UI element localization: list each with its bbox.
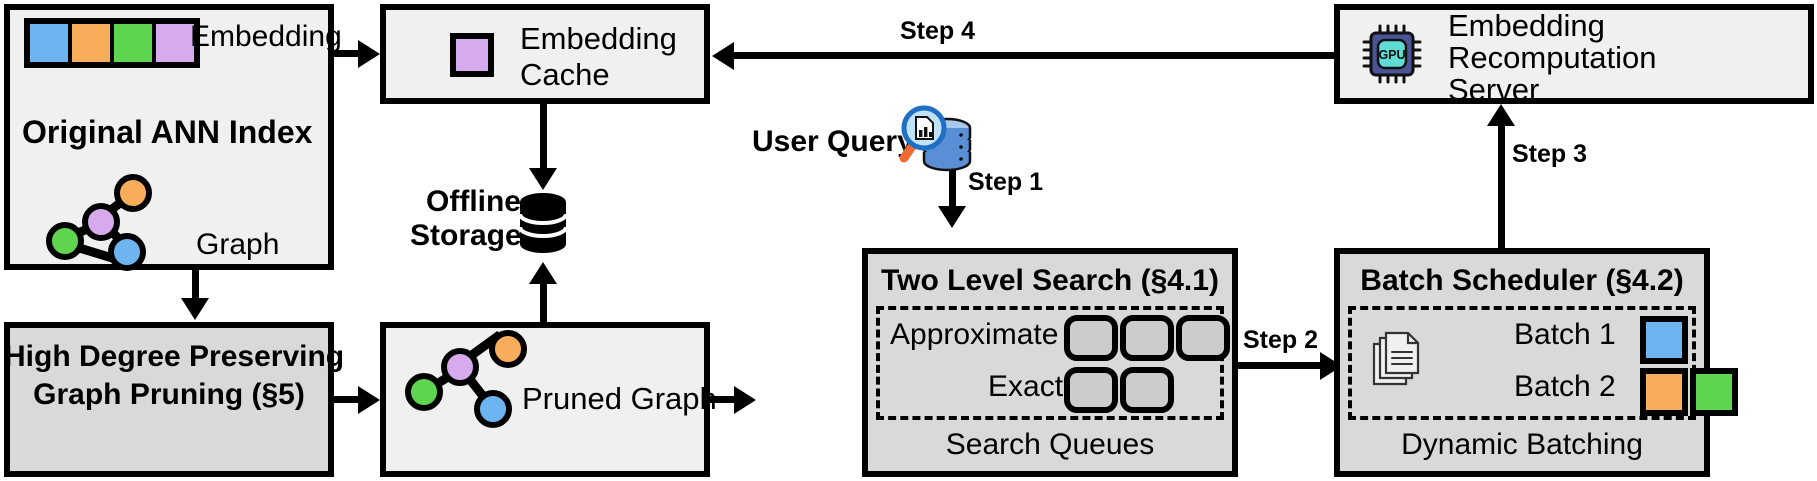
- batch2-swatches: [1640, 368, 1738, 416]
- arrow-pruned-to-storage-head: [529, 262, 557, 284]
- approximate-slot-3: [1176, 315, 1230, 361]
- batch1-label: Batch 1: [1514, 318, 1616, 351]
- arrow-ann-to-pruning-line: [192, 270, 199, 302]
- step2-label: Step 2: [1243, 326, 1319, 354]
- pruned-node-blue: [474, 390, 512, 428]
- arrow-ann-to-cache-line: [334, 50, 360, 57]
- approximate-slot-1: [1064, 315, 1118, 361]
- batch2-label: Batch 2: [1514, 370, 1616, 403]
- arrow-step1-line: [949, 170, 956, 210]
- two-level-search-box: [862, 248, 1238, 477]
- graph-label: Graph: [196, 228, 280, 261]
- arrow-step2-line: [1238, 362, 1322, 369]
- recomputation-server-title-line1: Embedding: [1448, 8, 1605, 43]
- batch1-swatch-blue: [1640, 316, 1688, 364]
- step3-label: Step 3: [1512, 140, 1588, 168]
- embedding-cache-title-line2: Cache: [520, 57, 610, 92]
- dynamic-batching-footer: Dynamic Batching: [1401, 428, 1643, 461]
- documents-icon: [1372, 331, 1420, 386]
- pruned-node-purple: [441, 348, 479, 386]
- high-degree-pruning-title-line1: High Degree Preserving: [4, 340, 345, 373]
- arrow-step3-head: [1487, 104, 1515, 126]
- search-queues-dashed-region: [876, 306, 1224, 420]
- arrow-step3-line: [1498, 126, 1505, 248]
- exact-label: Exact: [988, 370, 1064, 403]
- ann-graph-node-orange: [114, 174, 152, 212]
- arrow-step1-head: [938, 206, 966, 228]
- batch1-swatches: [1640, 316, 1688, 364]
- pruned-node-orange: [489, 330, 527, 368]
- embedding-swatch-blue: [30, 24, 68, 62]
- arrow-pruning-to-pruned-line: [334, 396, 360, 403]
- search-queues-footer: Search Queues: [945, 428, 1155, 461]
- offline-storage-title-line1: Offline: [426, 185, 521, 218]
- approximate-label: Approximate: [890, 318, 1059, 351]
- two-level-search-title: Two Level Search (§4.1): [881, 264, 1219, 297]
- embedding-label: Embedding: [190, 20, 342, 53]
- arrow-step4-line: [734, 52, 1338, 59]
- ann-graph-node-purple: [82, 203, 120, 241]
- search-database-icon: [899, 105, 972, 172]
- svg-text:GPU: GPU: [1378, 48, 1405, 62]
- embedding-swatch-purple: [156, 24, 194, 62]
- arrow-pruned-to-search-head: [734, 386, 756, 414]
- arrow-ann-to-cache-head: [358, 40, 380, 68]
- embedding-swatch-strip: [24, 18, 200, 68]
- batch2-swatch-orange: [1640, 368, 1688, 416]
- exact-queue-slots: [1064, 367, 1174, 413]
- exact-slot-2: [1120, 367, 1174, 413]
- ann-graph-node-blue: [108, 233, 146, 271]
- arrow-cache-to-storage-head: [529, 168, 557, 190]
- recomputation-server-title-line3: Server: [1448, 72, 1540, 107]
- embedding-cache-swatch: [450, 33, 494, 77]
- approximate-queue-slots: [1064, 315, 1230, 361]
- database-icon: [518, 193, 568, 253]
- embedding-cache-title-line1: Embedding: [520, 21, 677, 56]
- dynamic-batching-dashed-region: [1348, 306, 1696, 420]
- pruned-graph-title: Pruned Graph: [522, 381, 717, 416]
- arrow-pruned-to-search-line: [710, 396, 736, 403]
- offline-storage-title-line2: Storage: [410, 219, 522, 252]
- embedding-swatch-green: [114, 24, 152, 62]
- step1-label: Step 1: [968, 168, 1044, 196]
- arrow-step4-head: [712, 42, 734, 70]
- pruned-node-green: [405, 373, 443, 411]
- batch-scheduler-title: Batch Scheduler (§4.2): [1360, 264, 1684, 297]
- original-ann-index-title: Original ANN Index: [22, 114, 313, 150]
- step4-label: Step 4: [900, 17, 976, 45]
- approximate-slot-2: [1120, 315, 1174, 361]
- arrow-ann-to-pruning-head: [181, 298, 209, 320]
- high-degree-pruning-title-line2: Graph Pruning (§5): [33, 378, 305, 411]
- batch2-swatch-green: [1690, 368, 1738, 416]
- recomputation-server-title-line2: Recomputation: [1448, 40, 1657, 75]
- arrow-cache-to-storage-line: [540, 104, 547, 172]
- user-query-label: User Query: [752, 125, 914, 158]
- embedding-cache-box: [380, 4, 710, 104]
- gpu-icon: GPU: [1362, 24, 1422, 84]
- exact-slot-1: [1064, 367, 1118, 413]
- ann-graph-node-green: [46, 222, 84, 260]
- embedding-swatch-orange: [72, 24, 110, 62]
- arrow-pruning-to-pruned-head: [358, 386, 380, 414]
- high-degree-pruning-box: [4, 322, 334, 477]
- arrow-pruned-to-storage-line: [540, 282, 547, 324]
